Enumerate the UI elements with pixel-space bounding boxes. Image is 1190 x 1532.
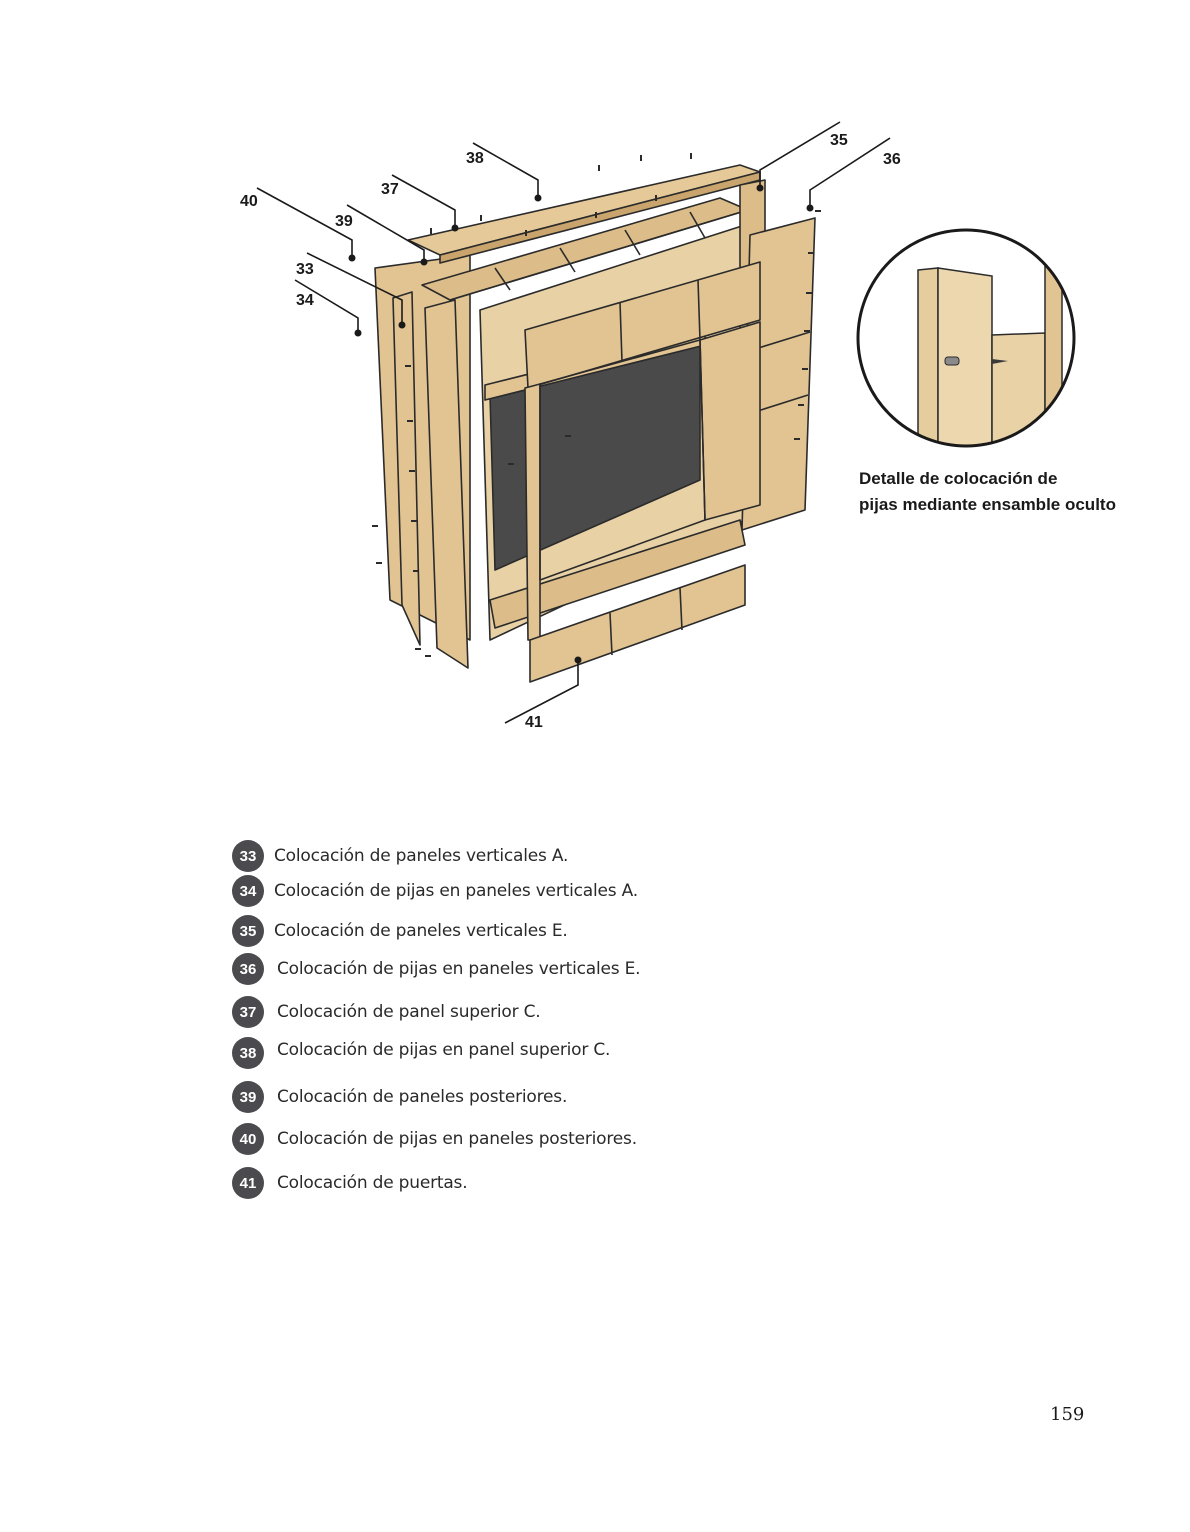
detail-caption-line-2: pijas mediante ensamble oculto bbox=[859, 495, 1116, 514]
callout-35: 35 bbox=[830, 132, 848, 149]
callout-41: 41 bbox=[525, 714, 543, 731]
legend-item-41: 41 Colocación de puertas. bbox=[232, 1167, 468, 1199]
legend-text: Colocación de pijas en paneles posterior… bbox=[277, 1129, 637, 1149]
vertical-panel-a-outer bbox=[392, 291, 421, 646]
legend-item-39: 39 Colocación de paneles posteriores. bbox=[232, 1081, 567, 1113]
legend-text: Colocación de puertas. bbox=[277, 1173, 468, 1193]
detail-circle-border bbox=[856, 228, 1076, 448]
front-door-left bbox=[524, 383, 541, 641]
legend-item-34: 34 Colocación de pijas en paneles vertic… bbox=[232, 875, 638, 907]
screw-markers bbox=[372, 153, 821, 657]
step-badge: 33 bbox=[232, 840, 264, 872]
detail-caption: Detalle de colocación de pijas mediante … bbox=[859, 466, 1179, 518]
leader-lines bbox=[256, 121, 891, 724]
legend-text: Colocación de pijas en paneles verticale… bbox=[277, 959, 641, 979]
callout-39: 39 bbox=[335, 213, 353, 230]
legend-text: Colocación de pijas en paneles verticale… bbox=[274, 881, 638, 901]
callout-33: 33 bbox=[296, 261, 314, 278]
exploded-assembly-diagram bbox=[256, 121, 1076, 724]
front-door-bottom bbox=[529, 564, 746, 683]
callout-36: 36 bbox=[883, 151, 901, 168]
legend-item-36: 36 Colocación de pijas en paneles vertic… bbox=[232, 953, 641, 985]
front-door-top bbox=[524, 261, 761, 389]
front-door-frame bbox=[539, 339, 706, 581]
step-badge: 39 bbox=[232, 1081, 264, 1113]
step-badge: 36 bbox=[232, 953, 264, 985]
step-badge: 41 bbox=[232, 1167, 264, 1199]
legend-text: Colocación de panel superior C. bbox=[277, 1002, 541, 1022]
legend-item-38: 38 Colocación de pijas en panel superior… bbox=[232, 1037, 610, 1069]
legend-item-35: 35 Colocación de paneles verticales E. bbox=[232, 915, 568, 947]
callout-34: 34 bbox=[296, 292, 314, 309]
vertical-panel-a-inner bbox=[424, 299, 469, 669]
legend-text: Colocación de pijas en panel superior C. bbox=[277, 1040, 611, 1060]
step-badge: 38 bbox=[232, 1037, 264, 1069]
callout-37: 37 bbox=[381, 181, 399, 198]
front-door-right bbox=[699, 321, 761, 521]
callout-38: 38 bbox=[466, 150, 484, 167]
step-badge: 40 bbox=[232, 1123, 264, 1155]
step-badge: 37 bbox=[232, 996, 264, 1028]
page-number: 159 bbox=[1050, 1404, 1085, 1425]
callout-40: 40 bbox=[240, 193, 258, 210]
legend-text: Colocación de paneles verticales A. bbox=[274, 846, 569, 866]
detail-circle bbox=[858, 230, 1074, 446]
detail-caption-line-1: Detalle de colocación de bbox=[859, 469, 1058, 488]
legend-item-33: 33 Colocación de paneles verticales A. bbox=[232, 840, 568, 872]
legend-item-37: 37 Colocación de panel superior C. bbox=[232, 996, 541, 1028]
lower-drawer-band bbox=[489, 519, 746, 629]
step-badge: 35 bbox=[232, 915, 264, 947]
legend-text: Colocación de paneles posteriores. bbox=[277, 1087, 568, 1107]
step-badge: 34 bbox=[232, 875, 264, 907]
legend-item-40: 40 Colocación de pijas en paneles poster… bbox=[232, 1123, 637, 1155]
legend-text: Colocación de paneles verticales E. bbox=[274, 921, 568, 941]
leader-dots bbox=[348, 184, 814, 664]
